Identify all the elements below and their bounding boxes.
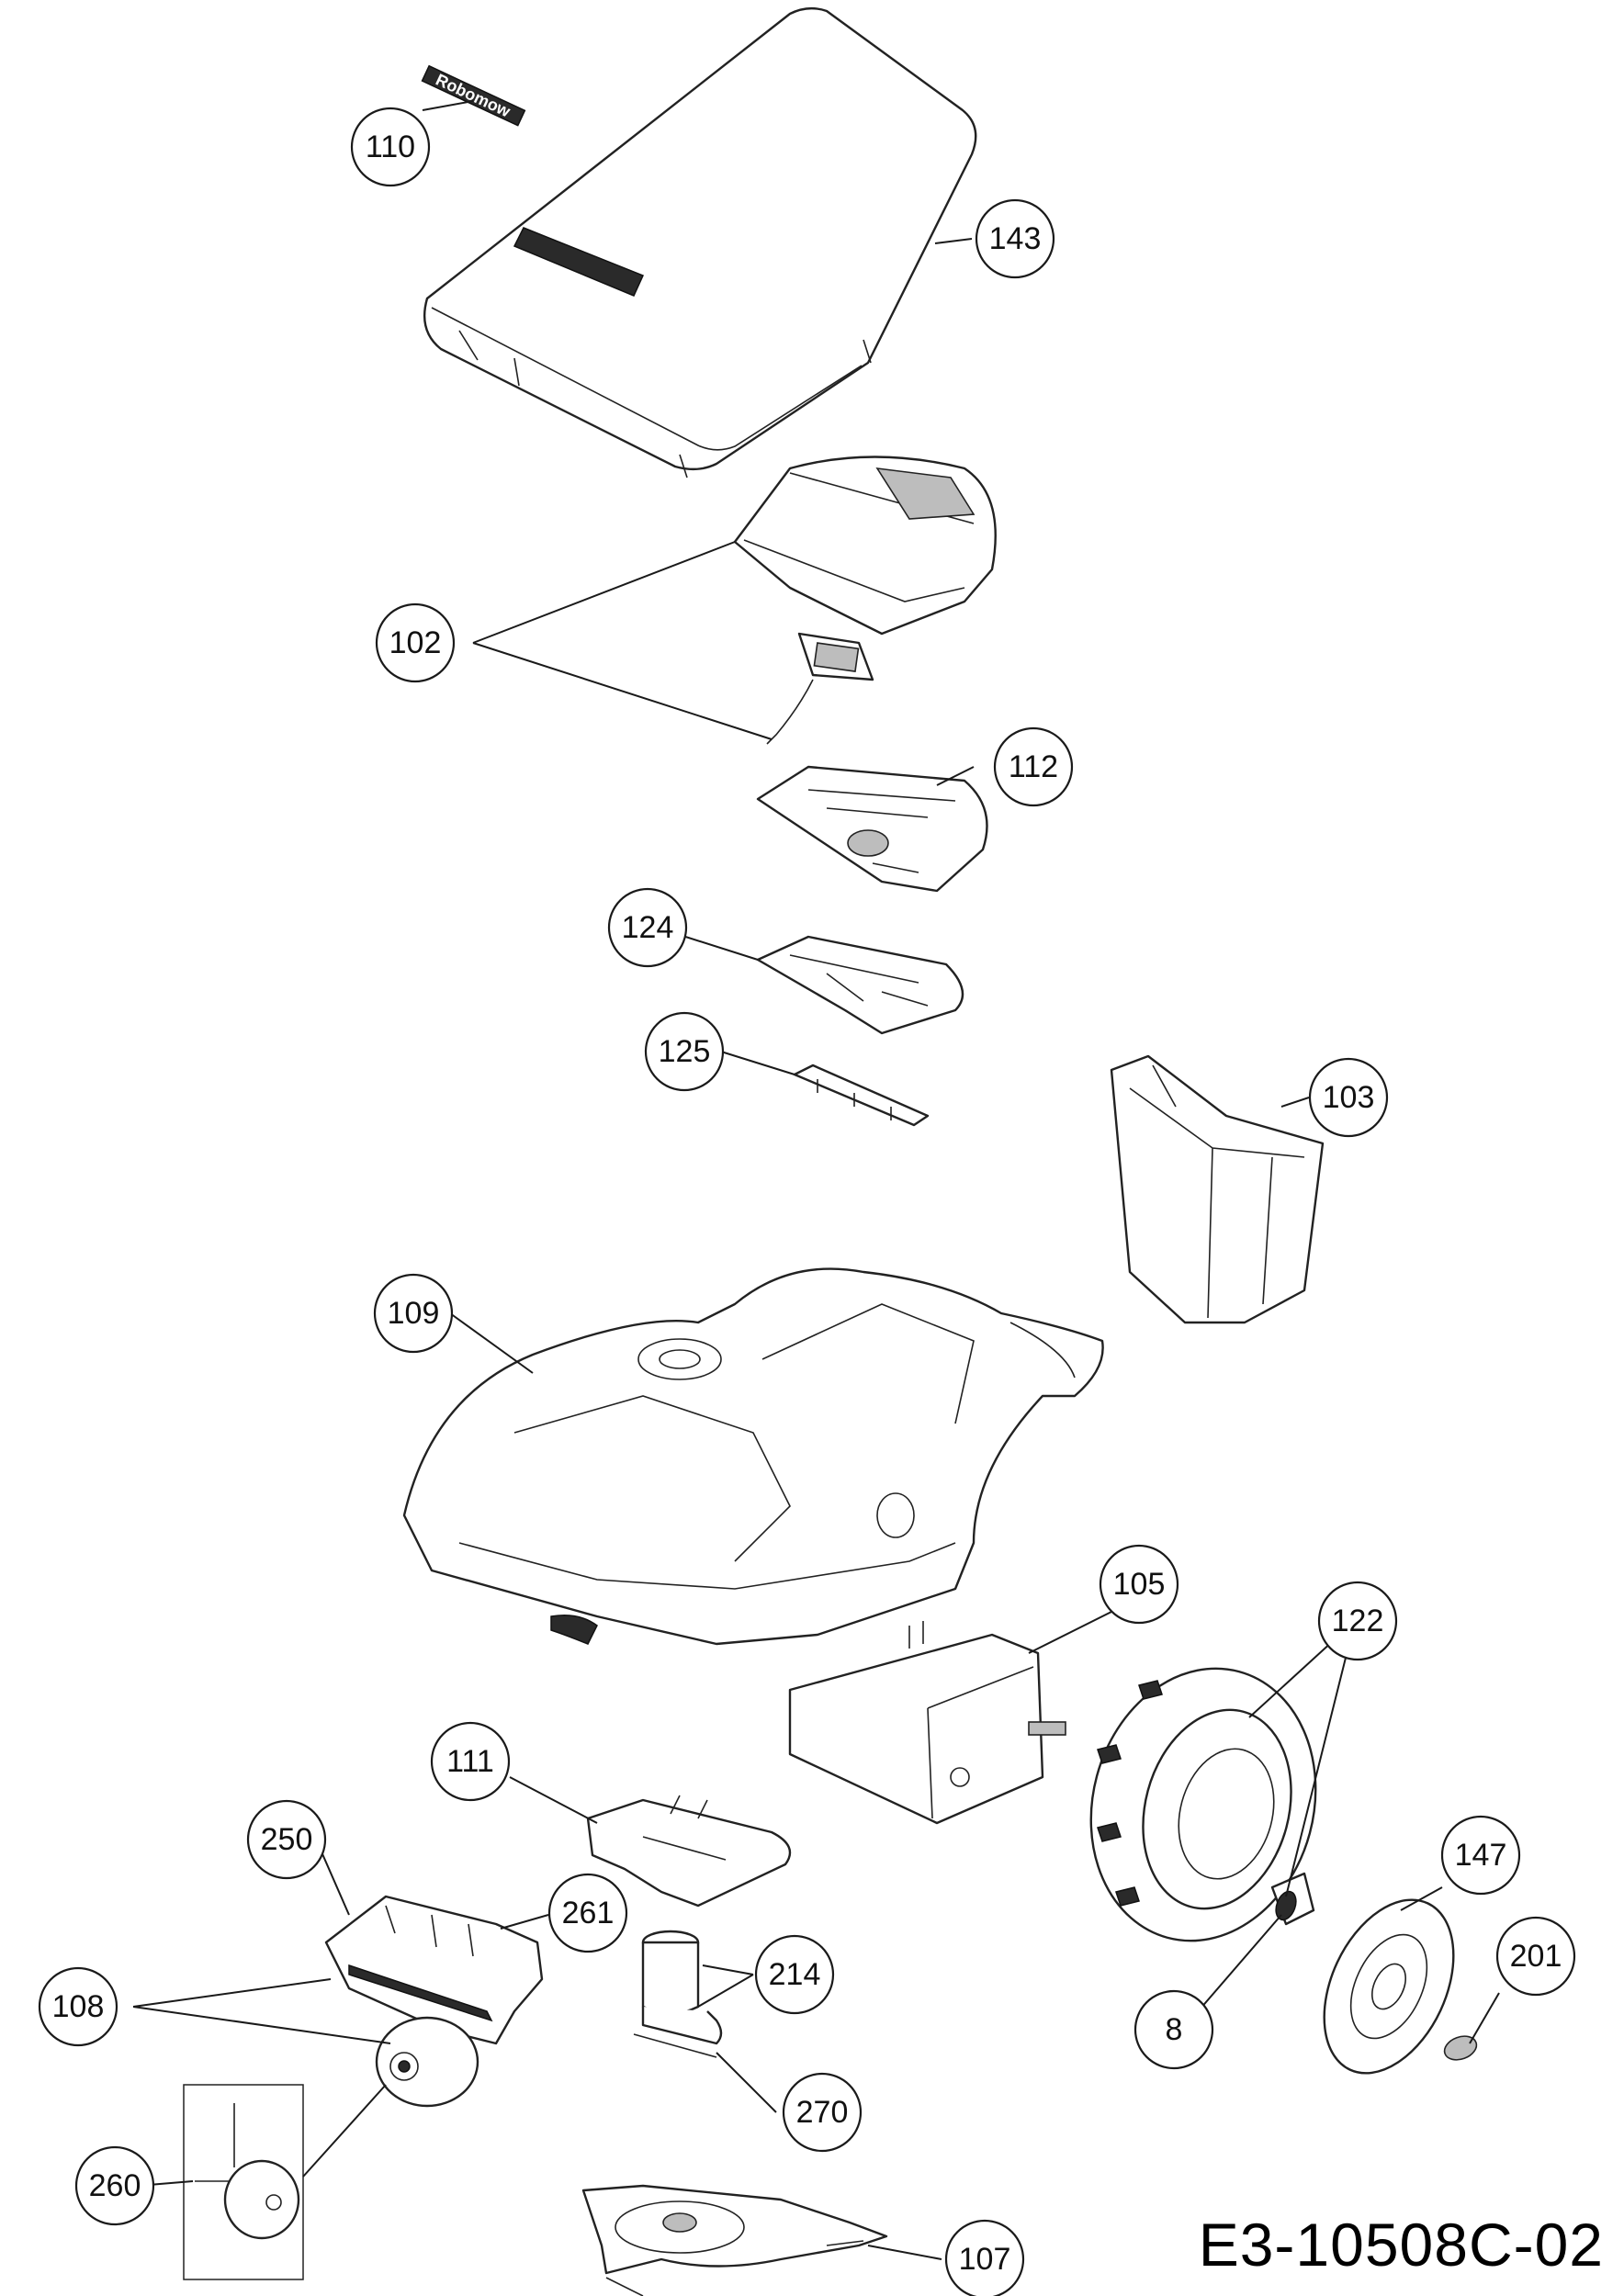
callout-270-label: 270 — [796, 2095, 849, 2130]
part-105-drive-motor — [788, 1621, 1066, 1825]
callout-125-label: 125 — [659, 1034, 711, 1069]
callout-107: 107 — [944, 2219, 1025, 2296]
callout-122: 122 — [1317, 1581, 1398, 1661]
callout-260-label: 260 — [89, 2168, 141, 2203]
callout-105-label: 105 — [1113, 1567, 1166, 1602]
callout-143-label: 143 — [989, 221, 1042, 256]
callout-111-label: 111 — [446, 1744, 494, 1779]
callout-108-label: 108 — [52, 1989, 105, 2024]
part-214-blade-motor — [633, 1930, 723, 2058]
drawing-code: E3-10508C-02 — [1198, 2211, 1604, 2279]
callout-103: 103 — [1308, 1057, 1389, 1138]
part-108-front-wheel — [375, 2016, 479, 2108]
callout-260: 260 — [74, 2145, 155, 2226]
part-102-front-panel — [733, 456, 997, 745]
callout-8: 8 — [1133, 1989, 1214, 2070]
callout-250-label: 250 — [261, 1822, 313, 1857]
callout-8-label: 8 — [1166, 2012, 1183, 2047]
callout-261: 261 — [547, 1873, 628, 1953]
callout-110-label: 110 — [366, 129, 415, 164]
callout-261-label: 261 — [562, 1896, 615, 1930]
callout-109-label: 109 — [388, 1296, 440, 1331]
callout-214: 214 — [754, 1934, 835, 2015]
part-147-hub-cap — [1323, 1898, 1455, 2075]
callout-109: 109 — [373, 1273, 454, 1354]
callout-147: 147 — [1440, 1815, 1521, 1896]
part-124-bracket — [756, 935, 964, 1035]
callout-105: 105 — [1099, 1544, 1179, 1625]
callout-102-label: 102 — [389, 625, 442, 660]
callout-102: 102 — [375, 602, 456, 683]
callout-250: 250 — [246, 1799, 327, 1880]
part-8-hub — [1275, 1890, 1297, 1921]
part-103-battery-box — [1110, 1054, 1325, 1324]
robomow-badge-text: Robomow — [433, 71, 513, 121]
callout-103-label: 103 — [1323, 1080, 1375, 1115]
callout-112: 112 — [993, 726, 1074, 807]
callout-108: 108 — [38, 1966, 118, 2047]
callout-122-label: 122 — [1332, 1604, 1384, 1638]
callout-147-label: 147 — [1455, 1838, 1507, 1873]
callout-124: 124 — [607, 887, 688, 968]
part-111-bracket — [586, 1795, 792, 1908]
leader-lines — [132, 100, 1500, 2260]
callout-107-label: 107 — [959, 2242, 1011, 2277]
callout-111: 111 — [430, 1721, 511, 1802]
robomow-badge-110 — [421, 64, 526, 127]
part-143-top-cover: Robomow — [421, 6, 977, 478]
part-109-chassis — [402, 1267, 1104, 1646]
part-250-cutting-assembly — [324, 1895, 544, 2045]
callout-125: 125 — [644, 1011, 725, 1092]
callout-214-label: 214 — [769, 1957, 821, 1992]
callout-270: 270 — [782, 2072, 863, 2153]
part-125-rail — [793, 1064, 930, 1127]
part-201-badge — [1443, 2035, 1478, 2061]
part-260-caster-box — [183, 2084, 304, 2280]
callout-143: 143 — [975, 198, 1055, 279]
part-112-pcb — [756, 765, 988, 893]
part-122-wheel — [1089, 1667, 1317, 1942]
callout-110: 110 — [350, 107, 431, 187]
callout-201: 201 — [1495, 1916, 1576, 1997]
part-107-blade — [581, 2184, 888, 2296]
callout-201-label: 201 — [1510, 1939, 1562, 1974]
callout-112-label: 112 — [1009, 749, 1058, 784]
callout-124-label: 124 — [622, 910, 674, 945]
